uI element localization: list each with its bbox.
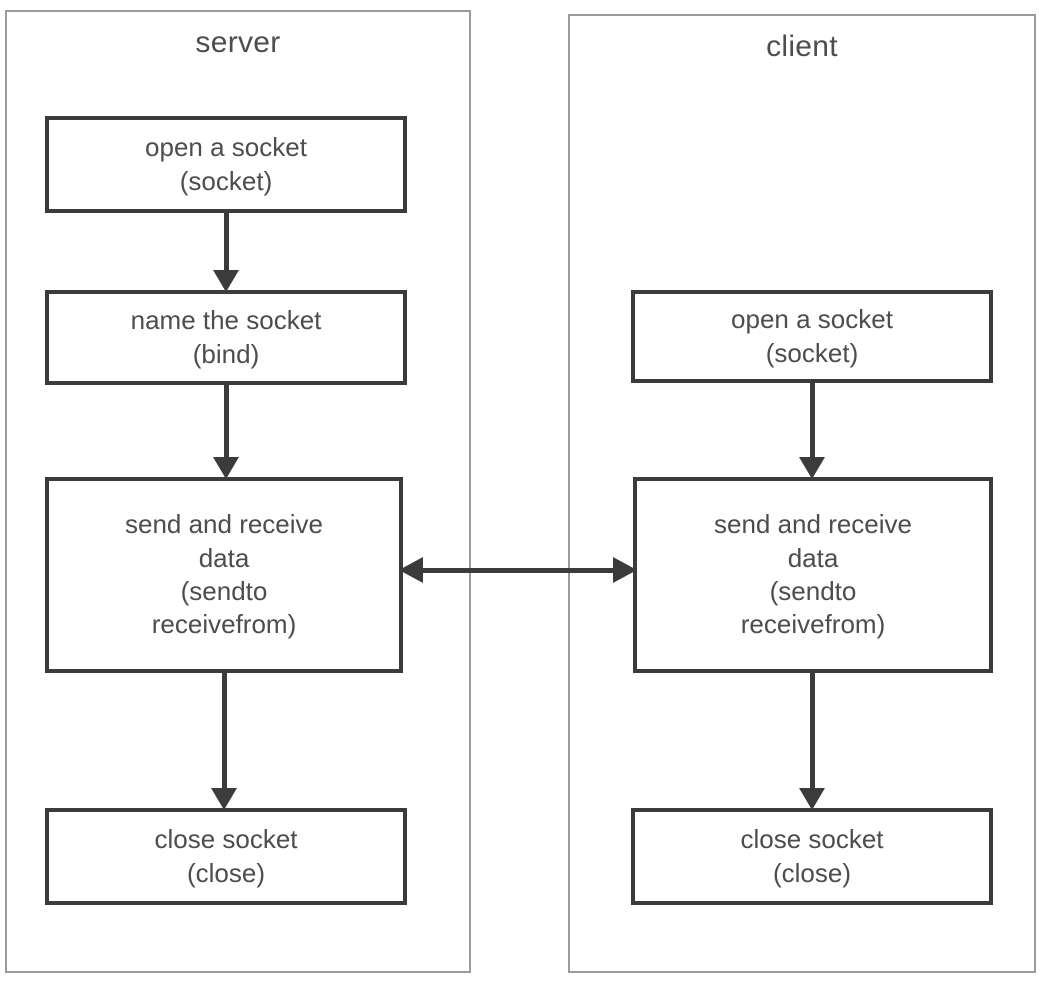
node-line: data — [198, 542, 250, 573]
node-server-name-socket[interactable]: name the socket (bind) — [45, 290, 407, 385]
client-container: client — [568, 14, 1036, 973]
node-server-close-socket[interactable]: close socket (close) — [45, 808, 407, 905]
node-line: (socket) — [179, 165, 273, 196]
node-line: close socket — [154, 824, 298, 855]
arrow-shaft — [221, 671, 227, 788]
arrow-shaft — [809, 671, 815, 788]
server-container: server — [5, 10, 471, 973]
arrow-head-right-icon — [613, 557, 637, 583]
node-line: (socket) — [765, 337, 859, 368]
node-line: send and receive — [713, 509, 913, 540]
node-line: name the socket — [130, 305, 322, 336]
node-line: data — [787, 542, 839, 573]
node-line: (close) — [186, 857, 265, 888]
arrow-head-down-icon — [799, 457, 825, 479]
node-line: (bind) — [192, 338, 260, 369]
node-client-send-receive[interactable]: send and receive data (sendto receivefro… — [633, 477, 993, 673]
client-container-title: client — [766, 30, 838, 63]
arrow-server-open-to-name — [206, 211, 246, 292]
node-server-open-socket[interactable]: open a socket (socket) — [45, 116, 407, 213]
node-line: send and receive — [124, 509, 324, 540]
arrow-shaft — [223, 211, 229, 270]
node-line: (sendto — [180, 576, 268, 606]
node-client-open-socket[interactable]: open a socket (socket) — [631, 290, 993, 383]
arrow-head-down-icon — [799, 788, 825, 810]
arrow-head-down-icon — [213, 270, 239, 292]
node-line: (sendto — [769, 576, 857, 606]
arrow-server-sendrecv-to-close — [204, 671, 244, 810]
arrow-data-exchange-bidirectional — [399, 556, 637, 584]
server-container-title: server — [195, 26, 281, 59]
arrow-shaft — [809, 381, 815, 457]
node-line: receivefrom) — [740, 609, 886, 640]
node-line: receivefrom) — [151, 609, 297, 640]
arrow-shaft — [421, 567, 615, 573]
node-line: (close) — [772, 857, 851, 888]
node-line: open a socket — [145, 132, 307, 163]
arrow-shaft — [223, 383, 229, 457]
arrow-client-sendrecv-to-close — [792, 671, 832, 810]
arrow-head-down-icon — [213, 457, 239, 479]
node-client-close-socket[interactable]: close socket (close) — [631, 808, 993, 905]
node-line: open a socket — [731, 304, 893, 335]
arrow-head-down-icon — [211, 788, 237, 810]
node-line: close socket — [740, 824, 884, 855]
node-server-send-receive[interactable]: send and receive data (sendto receivefro… — [45, 477, 403, 673]
arrow-server-name-to-sendrecv — [206, 383, 246, 479]
arrow-head-left-icon — [399, 557, 423, 583]
arrow-client-open-to-sendrecv — [792, 381, 832, 479]
